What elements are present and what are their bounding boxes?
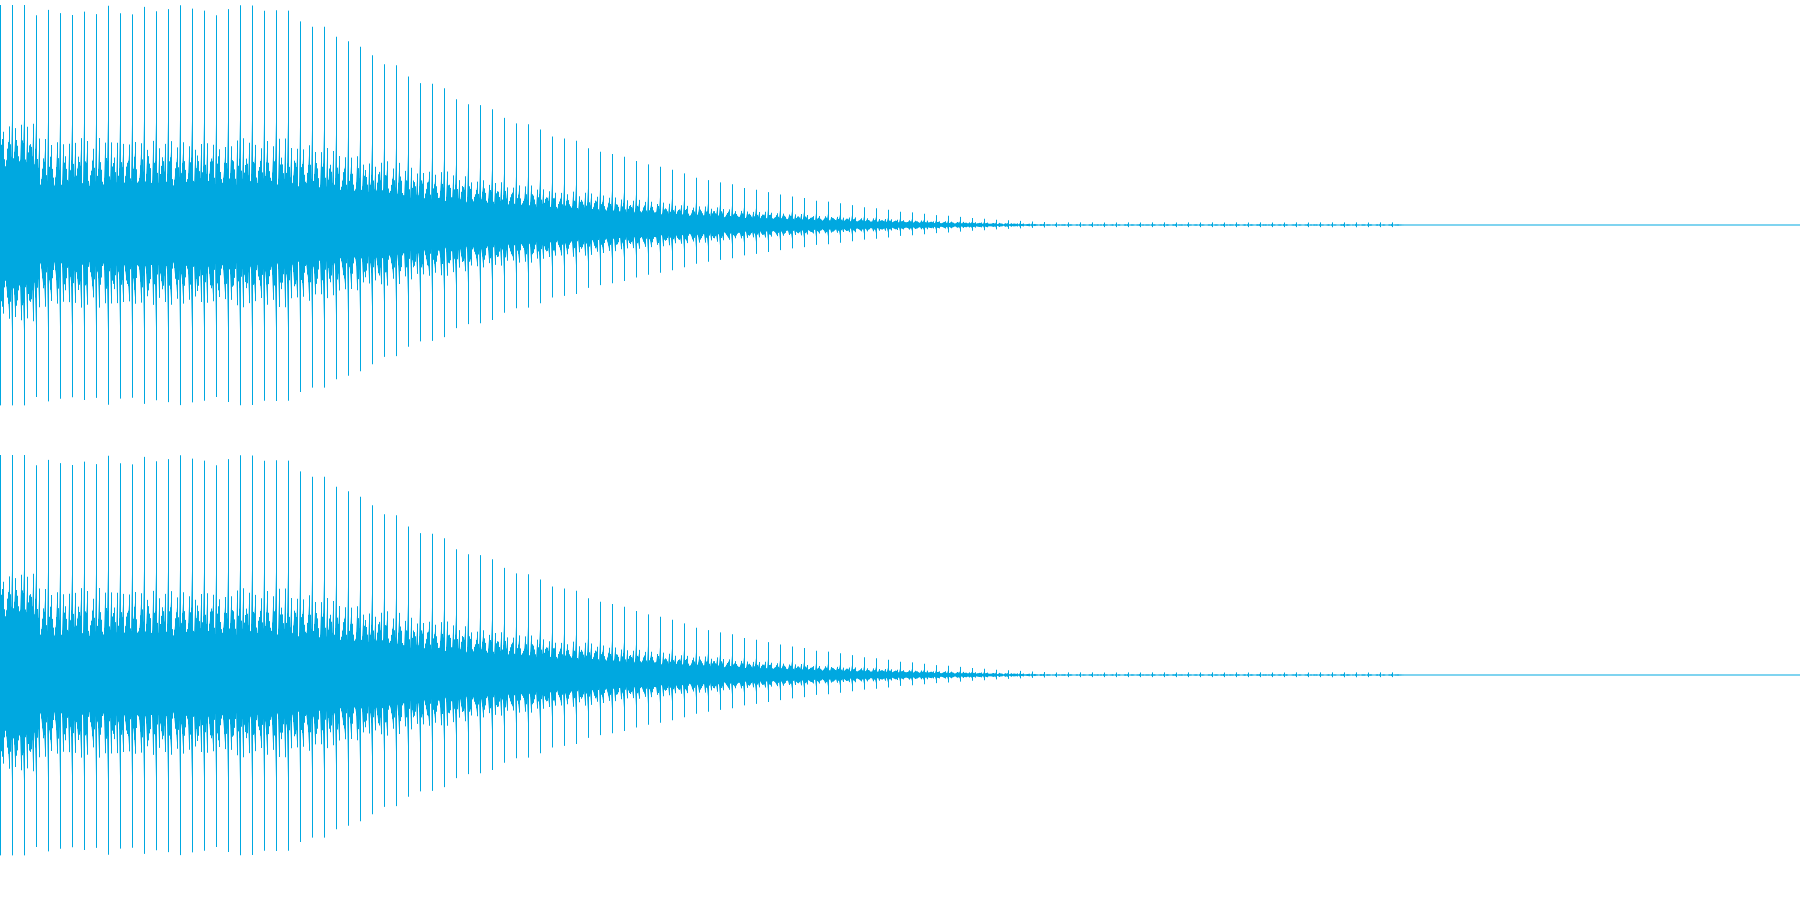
- waveform-channel-left: [0, 5, 1800, 406]
- waveform-channel-right: [0, 455, 1800, 856]
